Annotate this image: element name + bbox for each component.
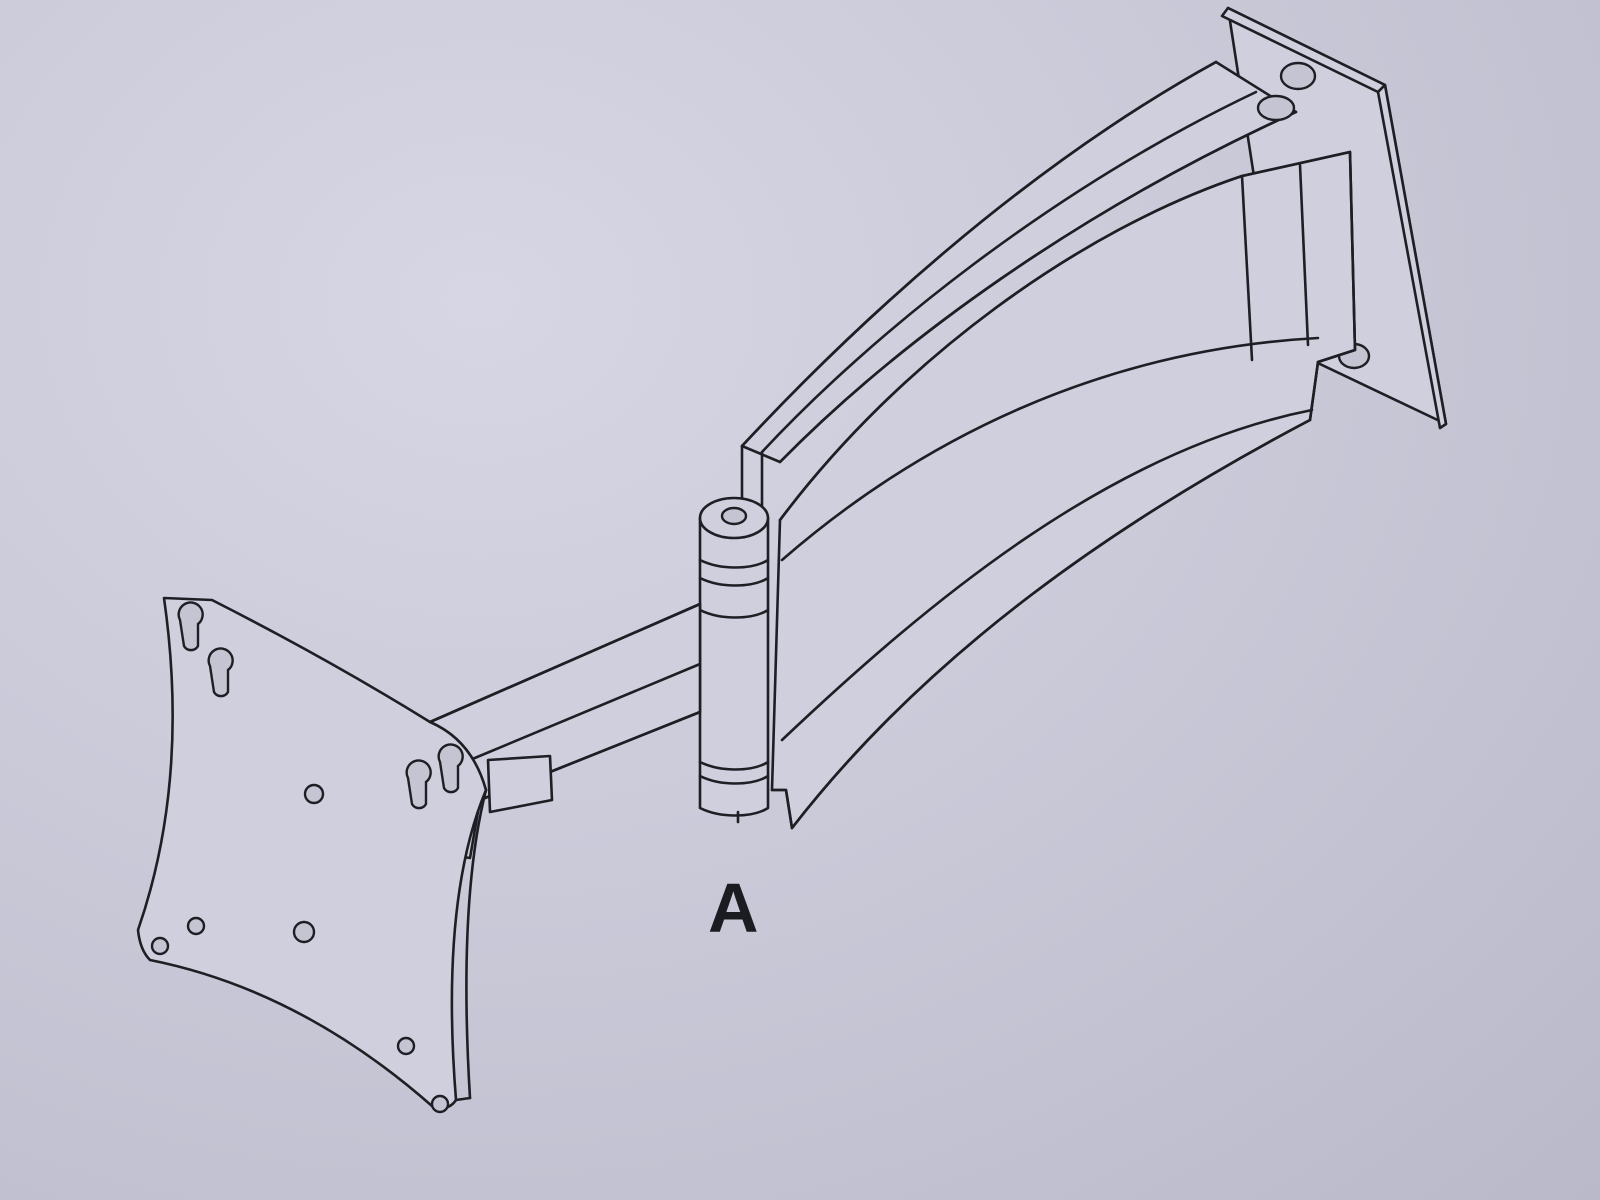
wall-plate-hole-top	[1279, 61, 1317, 91]
mount-hole-1	[303, 783, 325, 805]
keyhole-slot-1	[177, 601, 204, 652]
keyhole-slot-4	[437, 743, 464, 794]
lower-arm	[770, 150, 1357, 830]
mount-hole-6	[430, 1094, 450, 1114]
mount-hole-5	[396, 1036, 416, 1056]
mount-hole-4	[150, 936, 170, 956]
keyhole-slot-2	[207, 647, 234, 698]
upper-arm-pivot	[1256, 94, 1296, 122]
swivel-joint	[698, 496, 770, 824]
swivel-pin	[720, 506, 748, 526]
figure-label: A	[708, 869, 759, 947]
tilt-arm	[428, 602, 702, 860]
upper-arm	[740, 60, 1298, 508]
mount-hole-3	[186, 916, 206, 936]
mount-hole-2	[292, 920, 316, 944]
keyhole-slot-3	[405, 759, 432, 810]
vesa-plate	[136, 596, 488, 1114]
